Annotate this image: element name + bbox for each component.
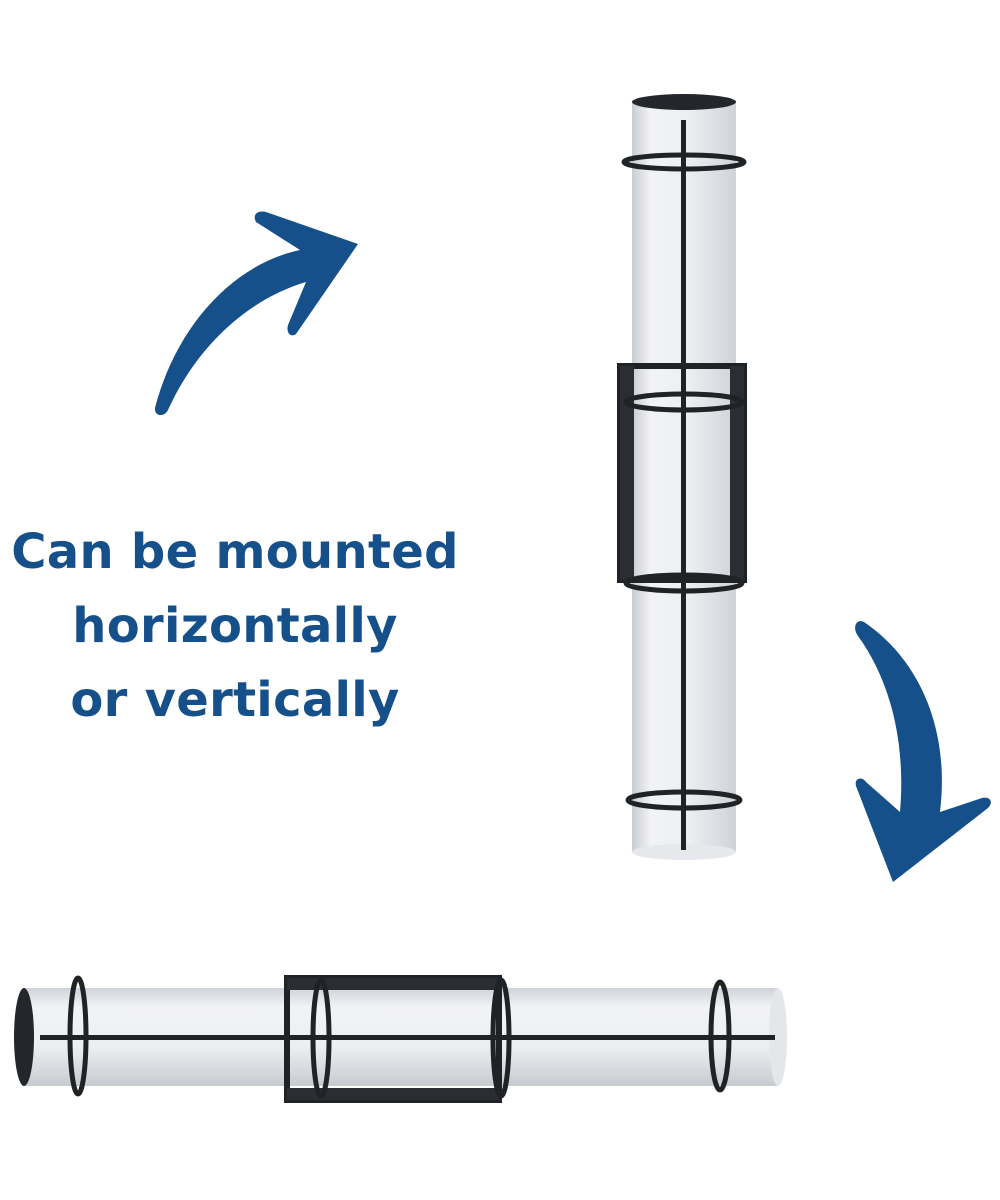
horizontal-light-fixture: [14, 975, 787, 1103]
caption-line-3: or vertically: [70, 672, 400, 728]
vertical-shade-top-opening: [632, 94, 736, 110]
mounting-caption: Can be mounted horizontally or verticall…: [0, 515, 470, 737]
horizontal-shade-end-opening: [14, 988, 34, 1086]
curved-arrow-up-right-icon: [154, 211, 358, 416]
vertical-light-fixture: [617, 94, 747, 860]
horizontal-mounting-bracket: [284, 975, 512, 1103]
caption-line-1: Can be mounted: [11, 524, 459, 580]
caption-line-2: horizontally: [72, 598, 398, 654]
curved-arrow-down-icon: [855, 621, 991, 882]
vertical-mounting-bracket: [617, 363, 747, 594]
